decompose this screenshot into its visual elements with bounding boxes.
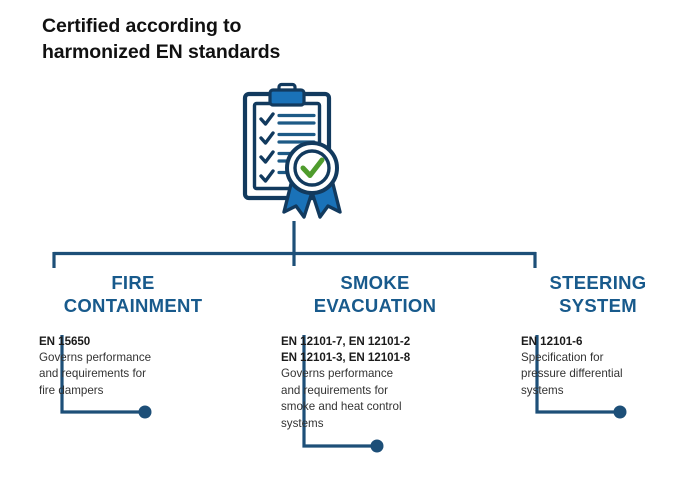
page-title: Certified according to harmonized EN sta… [42, 15, 281, 63]
standard-code-fire-containment: EN 15650 [39, 334, 91, 348]
checklist-check-4 [259, 169, 275, 183]
column-body-steering-system: EN 12101-6 Specification for pressure di… [512, 334, 671, 400]
standard-code-steering-system: EN 12101-6 [521, 334, 583, 348]
standard-code-smoke-evacuation: EN 12101-7, EN 12101-2 EN 12101-3, EN 12… [281, 334, 411, 364]
standard-description-smoke-evacuation: Governs performance and requirements for… [281, 367, 402, 430]
standard-description-steering-system: Specification for pressure differential … [521, 350, 623, 397]
award-medal [285, 141, 339, 195]
column-heading-fire-containment: FIRE CONTAINMENT [63, 272, 203, 316]
column-fire-containment: FIRE CONTAINMENT EN 15650 Governs perfor… [30, 272, 236, 399]
column-endpoint-dot-1 [138, 405, 152, 419]
column-smoke-evacuation: SMOKE EVACUATION EN 12101-7, EN 12101-2 … [272, 272, 478, 432]
certified-clipboard-badge-icon [232, 80, 360, 220]
column-steering-system: STEERING SYSTEM EN 12101-6 Specification… [512, 272, 684, 399]
column-heading-steering-system: STEERING SYSTEM [549, 272, 647, 316]
standard-description-fire-containment: Governs performance and requirements for… [39, 350, 152, 397]
clipboard-clip [268, 82, 306, 107]
column-endpoint-dot-2 [370, 439, 384, 453]
checklist-check-2 [259, 131, 275, 145]
column-heading-smoke-evacuation: SMOKE EVACUATION [313, 272, 437, 316]
badge-check-icon [300, 157, 325, 178]
column-body-smoke-evacuation: EN 12101-7, EN 12101-2 EN 12101-3, EN 12… [272, 334, 449, 433]
column-body-fire-containment: EN 15650 Governs performance and require… [30, 334, 199, 400]
checklist-check-3 [259, 150, 275, 164]
checklist-check-1 [259, 112, 275, 126]
column-endpoint-dot-3 [613, 405, 627, 419]
